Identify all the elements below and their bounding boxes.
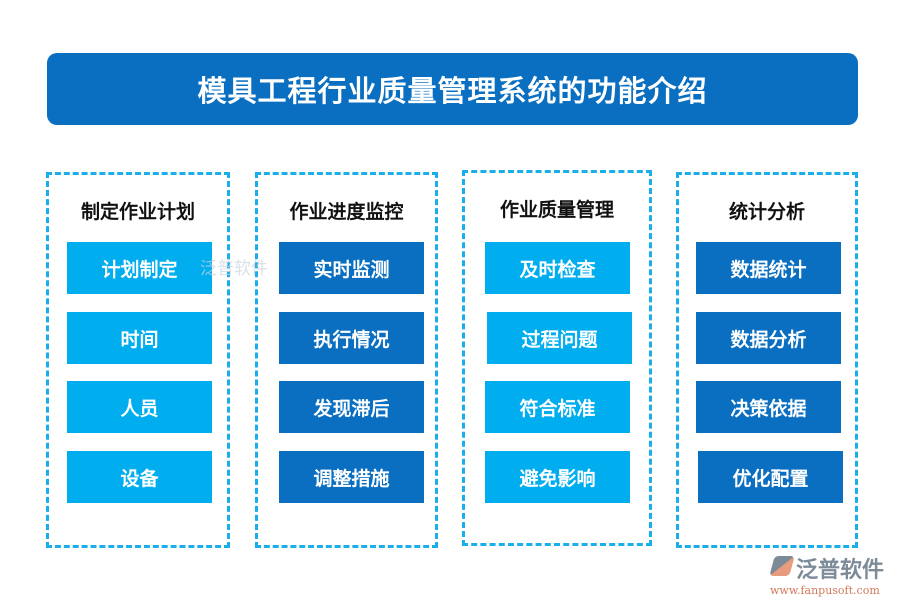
item-box: 设备 [67,451,212,503]
item-box: 时间 [67,312,212,364]
watermark: 泛普软件 [200,259,268,279]
item-box: 及时检查 [485,242,630,294]
item-box: 符合标准 [485,381,630,433]
column-plan: 制定作业计划 计划制定 时间 人员 设备 [46,172,230,548]
column-heading: 作业质量管理 [499,199,614,221]
brand-logo: 泛普软件 www.fanpusoft.com [769,552,885,597]
item-box: 人员 [67,381,212,433]
item-box: 优化配置 [698,451,843,503]
item-box: 发现滞后 [279,381,424,433]
item-box: 执行情况 [279,312,424,364]
column-quality: 作业质量管理 及时检查 过程问题 符合标准 避免影响 [462,170,652,546]
logo-name: 泛普软件 [796,558,885,583]
item-box: 过程问题 [487,312,632,364]
item-box: 决策依据 [696,381,841,433]
column-progress: 作业进度监控 实时监测 执行情况 发现滞后 调整措施 [255,172,438,548]
column-heading: 统计分析 [728,201,805,223]
item-box: 调整措施 [279,451,424,503]
page-title: 模具工程行业质量管理系统的功能介绍 [47,53,858,125]
column-heading: 制定作业计划 [80,201,195,223]
item-box: 数据分析 [696,312,841,364]
item-box: 实时监测 [279,242,424,294]
logo-url: www.fanpusoft.com [770,584,880,597]
item-box: 数据统计 [696,242,841,294]
item-box: 避免影响 [485,451,630,503]
column-statistics: 统计分析 数据统计 数据分析 决策依据 优化配置 [676,172,858,548]
item-box: 计划制定 [67,242,212,294]
column-heading: 作业进度监控 [289,201,404,223]
